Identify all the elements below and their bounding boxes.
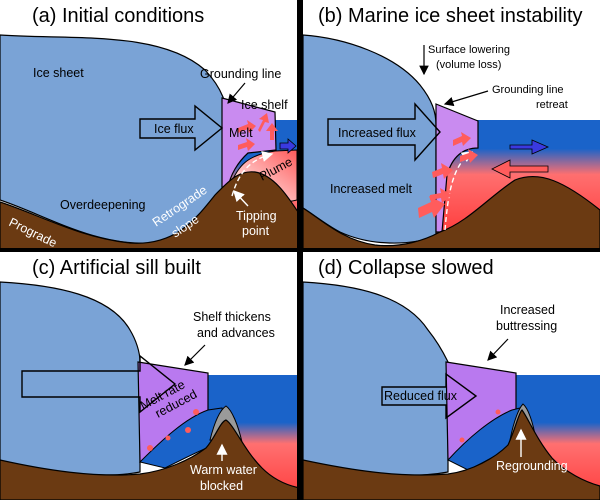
panel-d-title: (d) Collapse slowed xyxy=(318,257,494,279)
panel-b: (b) Marine ice sheet instability Surface… xyxy=(303,5,600,248)
label-and-advances: and advances xyxy=(197,326,275,340)
melt-arrows-b xyxy=(418,132,478,218)
pointer-tipping-point xyxy=(233,189,249,207)
label-warm-water-blocked: blocked xyxy=(200,479,243,493)
ice-sheet-c xyxy=(0,281,141,476)
panel-a-title: (a) Initial conditions xyxy=(32,5,204,27)
melt-arrows-a xyxy=(238,113,278,151)
big-flux-arrow-c xyxy=(21,354,177,414)
panel-c-title: (c) Artificial sill built xyxy=(32,257,201,279)
panel-b-title: (b) Marine ice sheet instability xyxy=(318,5,583,27)
label-ice-flux: Ice flux xyxy=(154,122,194,136)
blue-flow-arrow-b xyxy=(509,139,549,155)
label-reduced-flux: Reduced flux xyxy=(384,389,458,403)
label-ice-shelf: Ice shelf xyxy=(241,98,288,112)
white-plume-arrow-b xyxy=(444,151,474,231)
label-increased: Increased xyxy=(500,303,555,317)
label-retreat: retreat xyxy=(536,99,568,111)
panel-a: (a) Initial conditions Ice sheet Groundi… xyxy=(0,5,297,248)
cold-water-wedge-c xyxy=(139,407,227,469)
label-increased-flux: Increased flux xyxy=(338,126,417,140)
label-increased-melt: Increased melt xyxy=(330,182,413,196)
bedrock-b xyxy=(303,175,600,248)
label-surface-lowering: Surface lowering xyxy=(428,44,510,56)
label-melt: Melt xyxy=(229,126,253,140)
label-tipping: Tipping xyxy=(236,209,277,223)
bedrock-c xyxy=(0,419,297,500)
label-regrounding: Regrounding xyxy=(496,459,568,473)
label-volume-loss: (volume loss) xyxy=(436,59,501,71)
red-inflow-arrow-b xyxy=(491,159,549,179)
big-flux-arrow-b xyxy=(327,102,441,162)
blue-flow-arrow-a xyxy=(279,138,297,154)
melt-dots-d xyxy=(459,409,501,443)
panel-c: (c) Artificial sill built Shelf thickens… xyxy=(0,257,297,500)
pointer-grounding-line xyxy=(227,82,246,104)
label-warm-water: Warm water xyxy=(190,463,257,477)
melt-dots-c xyxy=(147,409,199,451)
label-tipping-point: point xyxy=(242,224,270,238)
label-grounding-line: Grounding line xyxy=(200,67,281,81)
pointer-buttressing xyxy=(487,338,509,361)
label-shelf-thickens: Shelf thickens xyxy=(193,310,271,324)
panel-d: (d) Collapse slowed Increased buttressin… xyxy=(303,257,600,500)
big-flux-arrow-a xyxy=(139,104,224,152)
label-grounding-line-retreat: Grounding line xyxy=(492,84,564,96)
label-buttressing: buttressing xyxy=(496,319,557,333)
label-overdeepening: Overdeepening xyxy=(60,198,146,212)
pointer-grounding-retreat xyxy=(443,90,489,107)
panel-divider-horizontal xyxy=(0,248,600,252)
bedrock-a xyxy=(0,171,297,248)
label-ice-sheet: Ice sheet xyxy=(33,66,84,80)
ice-sheet-d xyxy=(303,281,449,476)
big-flux-arrow-d xyxy=(381,372,478,420)
pointer-shelf-thickens xyxy=(184,344,206,366)
